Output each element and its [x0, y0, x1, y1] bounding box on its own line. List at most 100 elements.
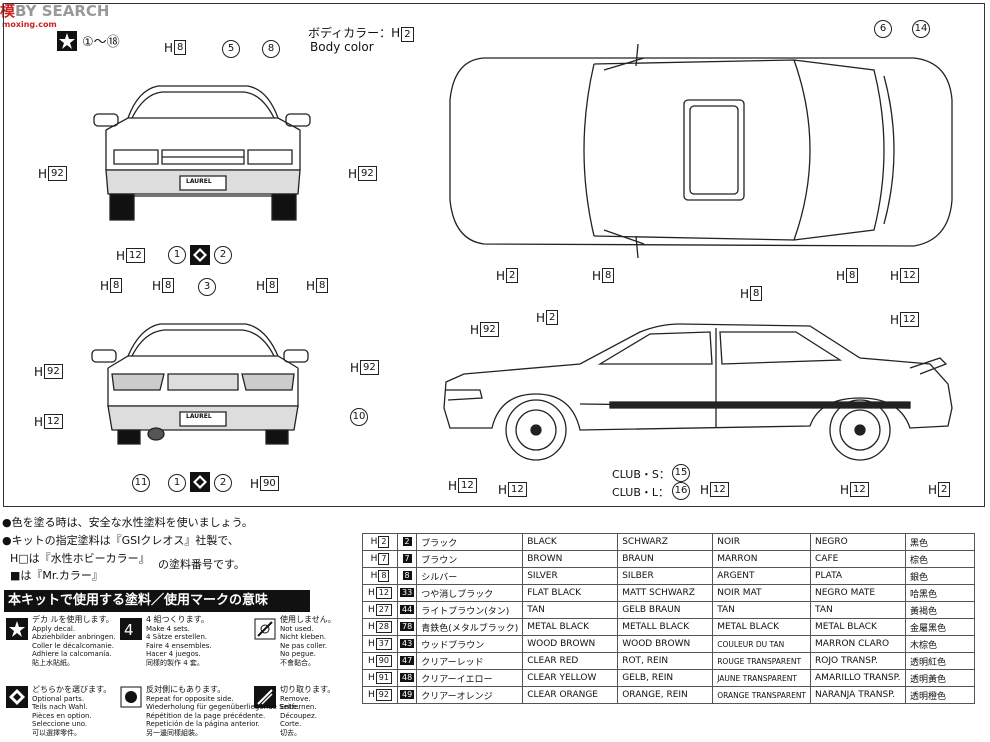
paint-cell-jp: クリアーイエロー	[416, 669, 524, 687]
diagram-frame	[3, 3, 985, 507]
rear-plate: LAUREL	[186, 413, 212, 420]
callout-8-front: 8	[262, 40, 280, 58]
paint-cell-en: BLACK	[522, 533, 619, 551]
paint-cell-es: AMARILLO TRANSP.	[810, 669, 907, 687]
paint-cell-fr: ARGENT	[712, 567, 812, 585]
paint-cell-jp: クリアーレッド	[416, 652, 524, 670]
paint-cell-sw: 48	[396, 669, 418, 687]
paint-cell-fr: METAL BLACK	[712, 618, 812, 636]
decal-legend-icon	[6, 618, 28, 640]
paint-cell-fr: COULEUR DU TAN	[712, 635, 812, 653]
front-view-drawing	[88, 70, 318, 230]
club-l-label: CLUB・L：	[612, 486, 669, 499]
paint-cell-es: NEGRO MATE	[810, 584, 907, 602]
legend-decal: デカ ルを使用します。Apply decal.Abziehbilder anbr…	[32, 615, 116, 667]
paint-cell-cn: 透明黃色	[905, 669, 976, 687]
paint-cell-cn: 木棕色	[905, 635, 976, 653]
callout-3: 3	[198, 278, 216, 296]
watermark-site: moxing.com	[2, 20, 57, 29]
paint-cell-fr: NOIR	[712, 533, 812, 551]
paint-cell-de: ROT, REIN	[617, 652, 714, 670]
paint-cell-en: METAL BLACK	[522, 618, 619, 636]
paint-cell-cn: 黑色	[905, 533, 976, 551]
paint-cell-fr: TAN	[712, 601, 812, 619]
paint-cell-en: CLEAR RED	[522, 652, 619, 670]
paint-cell-jp: シルバー	[416, 567, 524, 585]
note-1: ●色を塗る時は、安全な水性塗料を使いましょう。	[2, 516, 253, 529]
paint-cell-sw: 2	[396, 533, 418, 551]
top-view-drawing	[444, 40, 958, 262]
callout-6: 6	[874, 20, 892, 38]
paint-cell-en: CLEAR YELLOW	[522, 669, 619, 687]
legend-not-used: 使用しません。Not used.Nicht kleben.Ne pas coll…	[280, 615, 336, 667]
not-used-legend-icon	[254, 618, 276, 640]
paint-cell-jp: 青鉄色(メタルブラック)	[416, 618, 524, 636]
paint-cell-es: TAN	[810, 601, 907, 619]
paint-cell-jp: ウッドブラウン	[416, 635, 524, 653]
paint-cell-de: SILBER	[617, 567, 714, 585]
note-4: ■は『Mr.カラー』	[10, 569, 103, 582]
opposite-legend-icon	[120, 686, 142, 708]
paint-cell-de: BRAUN	[617, 550, 714, 568]
callout-11: 11	[132, 474, 150, 492]
paint-cell-sw: 43	[396, 635, 418, 653]
club-s-label: CLUB・S：	[612, 468, 670, 481]
note-3a: H□は『水性ホビーカラー』	[10, 552, 150, 565]
body-color-h: H	[391, 26, 401, 40]
paint-cell-jp: ブラウン	[416, 550, 524, 568]
paint-cell-cn: 黃褐色	[905, 601, 976, 619]
paint-cell-en: BROWN	[522, 550, 619, 568]
optional-parts-icon-rear	[190, 472, 210, 492]
paint-cell-cn: 銀色	[905, 567, 976, 585]
paint-cell-en: WOOD BROWN	[522, 635, 619, 653]
paint-cell-en: SILVER	[522, 567, 619, 585]
note-2: ●キットの指定塗料は『GSIクレオス』社製で、	[2, 534, 239, 547]
front-plate: LAUREL	[186, 178, 212, 185]
paint-cell-es: METAL BLACK	[810, 618, 907, 636]
paint-cell-de: SCHWARZ	[617, 533, 714, 551]
paint-cell-sw: 47	[396, 652, 418, 670]
paint-cell-de: METALL BLACK	[617, 618, 714, 636]
body-color-code: 2	[401, 27, 414, 42]
callout-14: 14	[912, 20, 930, 38]
paint-cell-cn: 金屬黑色	[905, 618, 976, 636]
paint-cell-de: GELB, REIN	[617, 669, 714, 687]
paint-cell-es: CAFE	[810, 550, 907, 568]
paint-cell-cn: 哈黑色	[905, 584, 976, 602]
paint-cell-es: NARANJA TRANSP.	[810, 686, 907, 704]
decal-range: ①〜⑱	[82, 35, 120, 50]
paint-cell-de: GELB BRAUN	[617, 601, 714, 619]
decal-star-icon	[57, 31, 77, 51]
paint-cell-fr: JAUNE TRANSPARENT	[712, 669, 812, 687]
legend-remove: 切り取ります。Remove.Entfernen.Découpez.Corte.切…	[280, 685, 336, 737]
